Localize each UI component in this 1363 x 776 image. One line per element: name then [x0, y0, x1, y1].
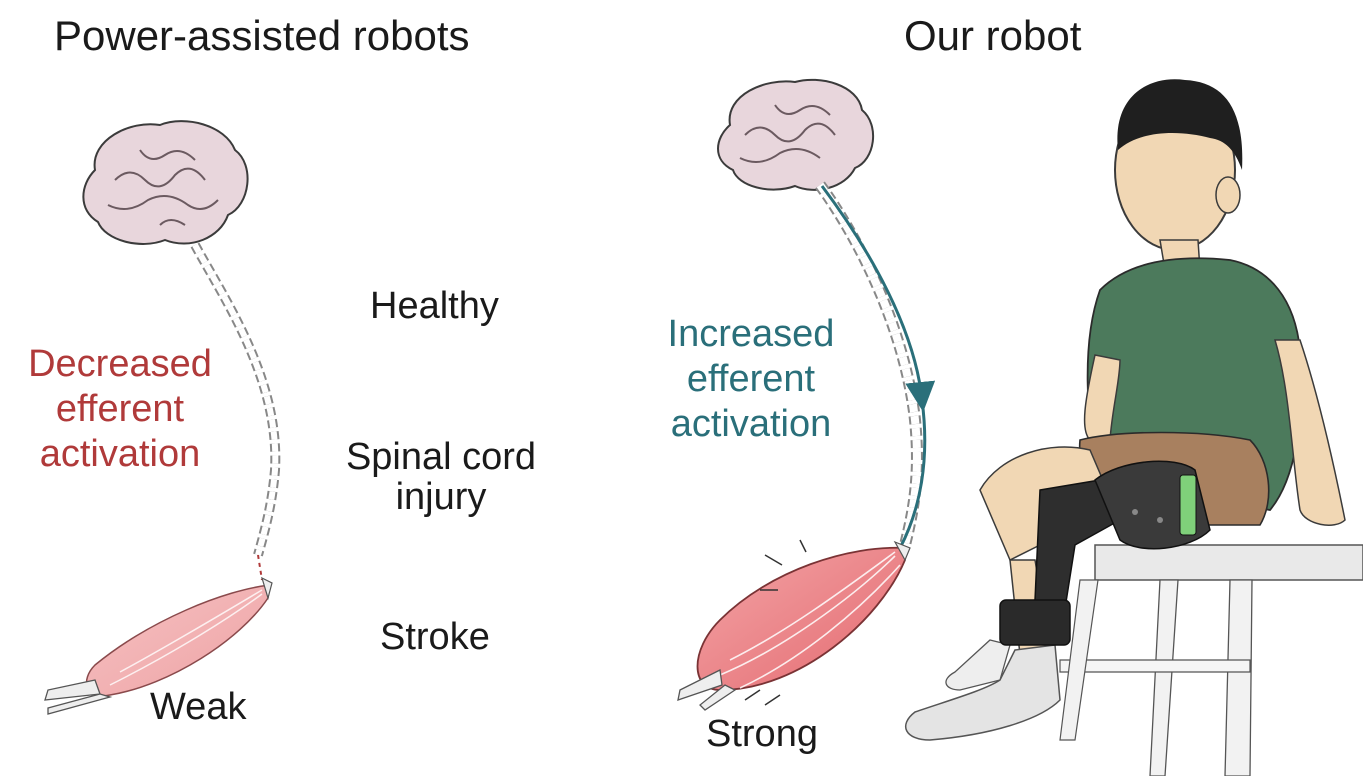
- condition-spinal-cord-injury: Spinal cord injury: [330, 438, 552, 518]
- condition-sci-line1: Spinal cord: [330, 438, 552, 478]
- increased-activation-line2: efferent: [640, 357, 862, 402]
- decreased-activation-label: Decreased efferent activation: [0, 342, 240, 476]
- stool-icon: [1060, 545, 1363, 776]
- decreased-activation-line2: efferent: [0, 387, 240, 432]
- weak-label: Weak: [150, 688, 246, 728]
- left-panel-title: Power-assisted robots: [54, 14, 470, 58]
- condition-stroke: Stroke: [380, 618, 490, 658]
- increased-activation-line1: Increased: [640, 312, 862, 357]
- strong-label: Strong: [706, 715, 818, 755]
- increased-activation-label: Increased efferent activation: [640, 312, 862, 446]
- right-panel-title: Our robot: [904, 14, 1081, 58]
- child-icon: [906, 79, 1345, 740]
- decreased-activation-line3: activation: [0, 432, 240, 477]
- muscle-icon: [678, 540, 910, 710]
- brain-icon: [83, 121, 247, 244]
- condition-healthy: Healthy: [370, 287, 499, 327]
- increased-activation-line3: activation: [640, 402, 862, 447]
- condition-sci-line2: injury: [330, 478, 552, 518]
- decreased-activation-line1: Decreased: [0, 342, 240, 387]
- brain-icon: [718, 80, 873, 190]
